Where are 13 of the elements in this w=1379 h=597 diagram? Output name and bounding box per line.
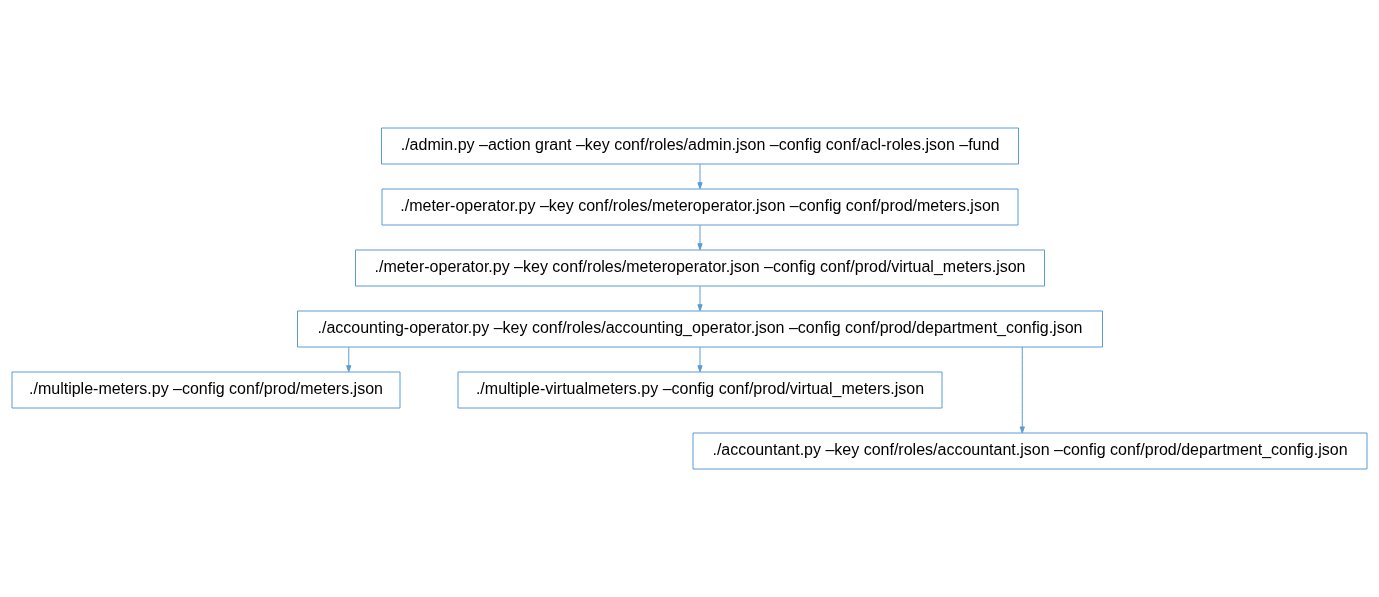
arrow	[697, 163, 703, 190]
node-box: ./accountant.py –key conf/roles/accountant.json –config conf/prod/department_config.json	[692, 432, 1368, 470]
arrow	[697, 346, 703, 373]
node-box: ./admin.py –action grant –key conf/roles/admin.json –config conf/acl-roles.json –fund	[381, 127, 1019, 165]
arrow	[1019, 346, 1025, 434]
node-box: ./multiple-meters.py –config conf/prod/meters.json	[11, 371, 401, 409]
arrow	[346, 346, 352, 373]
arrow	[697, 224, 703, 251]
arrow	[697, 285, 703, 312]
node-box: ./meter-operator.py –key conf/roles/meteroperator.json –config conf/prod/virtual_meters.json	[355, 249, 1045, 287]
node-box: ./multiple-virtualmeters.py –config conf/prod/virtual_meters.json	[457, 371, 943, 409]
node-box: ./accounting-operator.py –key conf/roles/accounting_operator.json –config conf/prod/department_config.json	[297, 310, 1103, 348]
node-box: ./meter-operator.py –key conf/roles/meteroperator.json –config conf/prod/meters.json	[381, 188, 1019, 226]
